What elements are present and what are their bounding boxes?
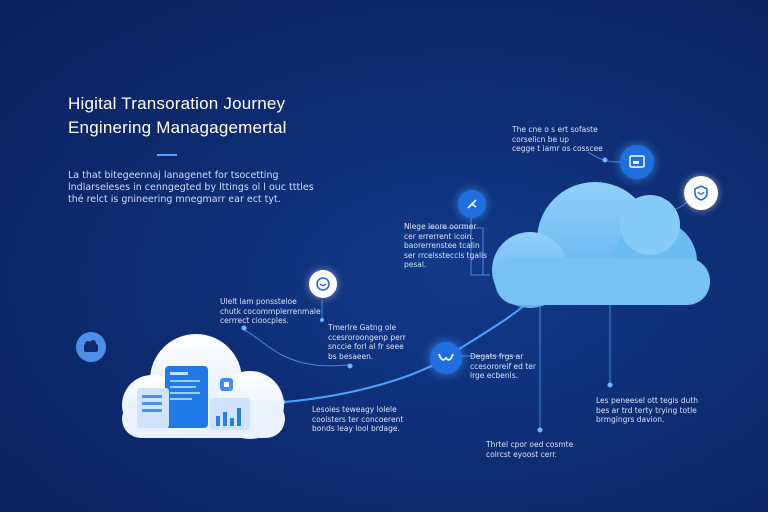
dot-top-right: [602, 157, 608, 163]
intro-text: La that bitegeennaj lanagenet for tsocet…: [68, 170, 314, 206]
chat-bubble-icon[interactable]: [309, 270, 337, 298]
dot-flow-mid: [347, 363, 353, 369]
tablet-device: [165, 366, 208, 428]
note-left-mid: Ulelt lam ponssteloe chutk cocommplerren…: [220, 297, 321, 325]
connector-upper: [470, 218, 490, 276]
intro-line: thé relct is gnineering mnegmarr ear ect…: [68, 194, 281, 205]
screen-icon[interactable]: [620, 145, 654, 179]
page-title-line2: Enginering Managagemertal: [68, 118, 287, 137]
page-title-line1: Higital Transoration Journey: [68, 94, 286, 113]
note-node-right: Degats frgs ar ccesororeif ed ter lrge e…: [470, 352, 536, 380]
shield-icon[interactable]: [684, 176, 718, 210]
mini-badge: [220, 378, 233, 391]
connector-left-notes: [243, 329, 351, 367]
title-divider: [157, 154, 177, 156]
document-panel: [137, 388, 169, 428]
intro-line: lndlarseleses in cenngegted by lttings o…: [68, 182, 314, 193]
note-bottom-center: Thrtel cpor oed cosmte colrcst eyoost ce…: [486, 440, 574, 459]
branch-icon[interactable]: [458, 190, 486, 218]
connector-mid-notes: [428, 227, 484, 275]
wave-mark-icon[interactable]: [430, 342, 462, 374]
dot-left-notes: [241, 325, 247, 331]
cloud-large: [492, 182, 710, 308]
note-bottom-right: Les peneesel ott tegis duth bes ar trd t…: [596, 396, 699, 424]
intro-line: La that bitegeennaj lanagenet for tsocet…: [68, 170, 279, 181]
dot-down-center: [537, 427, 543, 433]
dot-down-right: [607, 382, 613, 388]
note-mid-center: Nlege leore oormer cer errerrent icoin. …: [404, 222, 488, 269]
dot-chat-connector: [320, 318, 324, 322]
note-center-mid: Tmerlre Gatng ole ccesroroongenp perr sn…: [328, 323, 406, 361]
bar-chart-panel: [210, 398, 250, 430]
note-top-right: The cne o s ert sofaste corselicn be up …: [512, 125, 603, 153]
note-bottom-left: Lesoies teweagy lolele cooisters ter con…: [312, 405, 404, 433]
connector-top-right: [587, 151, 621, 163]
cloud-server-icon[interactable]: [76, 332, 106, 362]
